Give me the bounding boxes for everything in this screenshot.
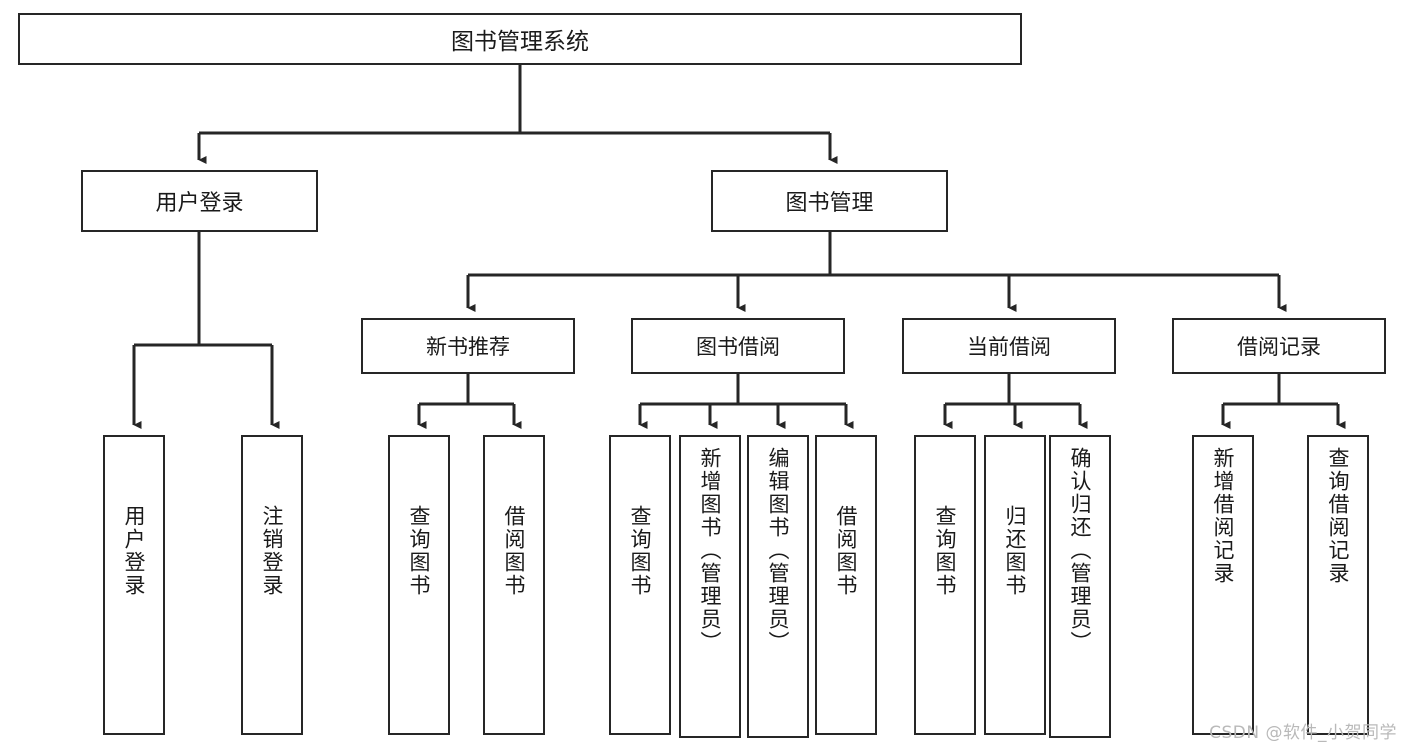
node-label: 查询图书 bbox=[628, 505, 653, 597]
leaf-node-4[interactable]: 查询图书 bbox=[609, 435, 671, 735]
level2-node-1[interactable]: 图书管理 bbox=[711, 170, 948, 232]
node-label: 编辑图书（管理员） bbox=[766, 447, 791, 654]
leaf-node-9[interactable]: 归还图书 bbox=[984, 435, 1046, 735]
leaf-node-12[interactable]: 查询借阅记录 bbox=[1307, 435, 1369, 735]
leaf-node-8[interactable]: 查询图书 bbox=[914, 435, 976, 735]
node-label: 查询图书 bbox=[933, 505, 958, 597]
leaf-node-10[interactable]: 确认归还（管理员） bbox=[1049, 435, 1111, 738]
node-label: 图书借阅 bbox=[696, 335, 780, 359]
node-label: 借阅记录 bbox=[1237, 335, 1321, 359]
node-label: 图书管理系统 bbox=[451, 29, 589, 55]
root-node-book-management-system[interactable]: 图书管理系统 bbox=[18, 13, 1022, 65]
level3-node-1[interactable]: 图书借阅 bbox=[631, 318, 845, 374]
leaf-node-7[interactable]: 借阅图书 bbox=[815, 435, 877, 735]
leaf-node-2[interactable]: 查询图书 bbox=[388, 435, 450, 735]
node-label: 归还图书 bbox=[1003, 505, 1028, 597]
leaf-node-0[interactable]: 用户登录 bbox=[103, 435, 165, 735]
node-label: 新增借阅记录 bbox=[1211, 447, 1236, 585]
node-label: 用户登录 bbox=[155, 191, 244, 216]
node-label: 查询图书 bbox=[407, 505, 432, 597]
node-label: 用户登录 bbox=[122, 505, 147, 597]
level3-node-3[interactable]: 借阅记录 bbox=[1172, 318, 1386, 374]
node-label: 注销登录 bbox=[260, 505, 285, 597]
node-label: 查询借阅记录 bbox=[1326, 447, 1351, 585]
leaf-node-5[interactable]: 新增图书（管理员） bbox=[679, 435, 741, 738]
node-label: 借阅图书 bbox=[834, 505, 859, 597]
node-label: 新书推荐 bbox=[426, 335, 510, 359]
node-label: 新增图书（管理员） bbox=[698, 447, 723, 654]
level3-node-2[interactable]: 当前借阅 bbox=[902, 318, 1116, 374]
level2-node-0[interactable]: 用户登录 bbox=[81, 170, 318, 232]
leaf-node-1[interactable]: 注销登录 bbox=[241, 435, 303, 735]
leaf-node-6[interactable]: 编辑图书（管理员） bbox=[747, 435, 809, 738]
node-label: 借阅图书 bbox=[502, 505, 527, 597]
level3-node-0[interactable]: 新书推荐 bbox=[361, 318, 575, 374]
csdn-watermark: CSDN @软件_小贺同学 bbox=[1209, 723, 1397, 743]
leaf-node-11[interactable]: 新增借阅记录 bbox=[1192, 435, 1254, 735]
node-label: 确认归还（管理员） bbox=[1068, 447, 1093, 654]
node-label: 图书管理 bbox=[785, 191, 874, 216]
node-label: 当前借阅 bbox=[967, 335, 1051, 359]
leaf-node-3[interactable]: 借阅图书 bbox=[483, 435, 545, 735]
